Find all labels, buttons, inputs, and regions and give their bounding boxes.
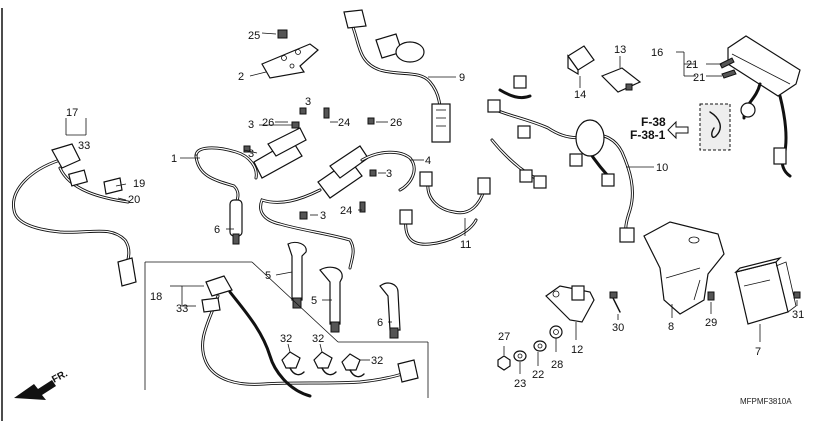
part-ignition-coil-4 <box>259 107 416 270</box>
part-washer-23 <box>513 350 527 362</box>
callout-13: 13 <box>614 44 626 56</box>
ref-f38: F-38 <box>641 115 666 129</box>
callout-31: 31 <box>792 309 804 321</box>
callout-10: 10 <box>656 162 668 174</box>
ref-f38-1: F-38-1 <box>630 128 666 142</box>
callout-28: 28 <box>551 359 563 371</box>
callout-33-lower: 33 <box>176 303 188 315</box>
callout-26-right: 26 <box>390 117 402 129</box>
part-bolt-29 <box>707 291 715 301</box>
callout-2: 2 <box>238 71 244 83</box>
part-ignition-coil-1 <box>194 107 307 245</box>
part-grommet-28 <box>549 325 563 339</box>
callout-21-b: 21 <box>693 72 705 84</box>
part-sensor-lead-17 <box>12 143 137 287</box>
callout-32-a: 32 <box>280 333 292 345</box>
callout-16: 16 <box>651 47 663 59</box>
orientation-label: FR. <box>50 368 70 385</box>
callout-14: 14 <box>574 89 586 101</box>
callout-20: 20 <box>128 194 140 206</box>
part-coupler-32-c <box>341 353 365 378</box>
part-collar-22 <box>533 340 547 352</box>
forward-arrow-icon <box>14 380 56 400</box>
callout-3-c: 3 <box>305 96 311 108</box>
callout-27: 27 <box>498 331 510 343</box>
callout-11: 11 <box>460 239 471 251</box>
callout-24-lower: 24 <box>340 205 352 217</box>
callout-1: 1 <box>171 153 177 165</box>
arrow-left-icon <box>667 120 689 140</box>
callout-33-upper: 33 <box>78 140 90 152</box>
part-sub-harness-11 <box>399 171 491 246</box>
callout-4: 4 <box>425 155 431 167</box>
callout-32-c: 32 <box>371 355 383 367</box>
part-sensor-lead-18 <box>201 275 419 398</box>
part-coupler-32-a <box>281 351 305 376</box>
callout-21-a: 21 <box>686 59 698 71</box>
diagram-code: MFPMF3810A <box>740 397 792 406</box>
callout-6-right: 6 <box>377 317 383 329</box>
part-coupler-32-b <box>313 351 337 376</box>
callout-23: 23 <box>514 378 526 390</box>
inset-box <box>144 261 429 398</box>
callout-5-b: 5 <box>311 295 317 307</box>
part-ecu-7 <box>734 256 797 325</box>
callout-30: 30 <box>612 322 624 334</box>
callout-29: 29 <box>705 317 717 329</box>
callout-17: 17 <box>66 107 78 119</box>
callout-25: 25 <box>248 30 260 42</box>
part-plug-cap-6-right <box>379 282 401 339</box>
part-nut-27 <box>497 355 511 371</box>
callout-26-left: 26 <box>262 117 274 129</box>
callout-12: 12 <box>571 344 583 356</box>
callout-19: 19 <box>133 178 145 190</box>
part-sensor-12 <box>545 285 595 323</box>
callout-3-a: 3 <box>248 119 254 131</box>
callout-9: 9 <box>459 72 465 84</box>
callout-3-b: 3 <box>248 148 254 160</box>
callout-7: 7 <box>755 346 761 358</box>
callout-5-a: 5 <box>265 270 271 282</box>
part-bolt-30 <box>609 291 621 313</box>
part-connector-14 <box>567 45 595 76</box>
part-sub-harness-9 <box>343 9 451 143</box>
part-bracket-2 <box>261 29 319 79</box>
callout-32-b: 32 <box>312 333 324 345</box>
callout-3-d: 3 <box>386 168 392 180</box>
callout-22: 22 <box>532 369 544 381</box>
part-clamp-ref <box>709 111 721 138</box>
callout-6-left: 6 <box>214 224 220 236</box>
callout-3-e: 3 <box>320 210 326 222</box>
part-bracket-8 <box>643 221 725 315</box>
ref-clamp-box <box>699 103 731 151</box>
part-bolt-31 <box>793 291 801 299</box>
callout-18: 18 <box>150 291 162 303</box>
part-cover-16 <box>719 35 801 178</box>
callout-8: 8 <box>668 321 674 333</box>
part-connector-13 <box>600 67 642 93</box>
part-main-harness-10 <box>487 75 635 243</box>
callout-24-upper: 24 <box>338 117 350 129</box>
part-plug-caps-5 <box>287 241 343 333</box>
